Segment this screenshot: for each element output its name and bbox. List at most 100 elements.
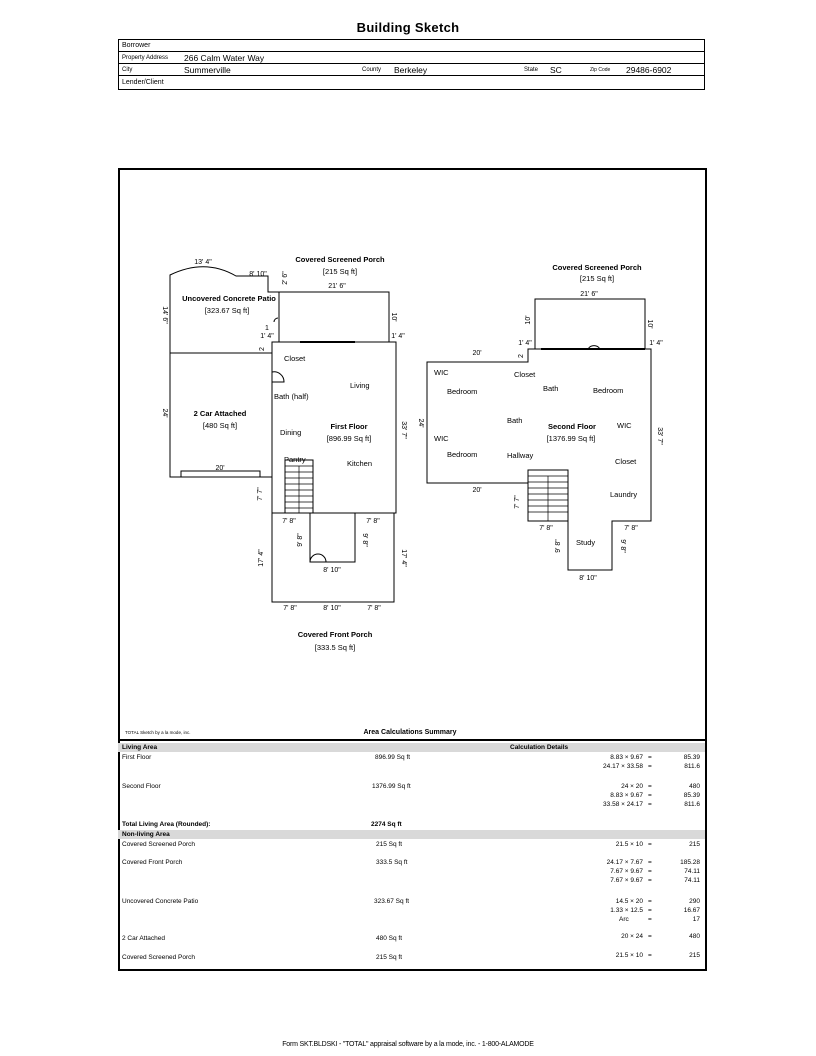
room-hallway: Hallway [507,451,534,460]
zip-label: Zip Code [590,67,611,73]
calc-result: 811.6 [684,801,700,808]
dim-garage-side: 24' [161,408,168,417]
living-first-floor-name: First Floor [122,754,152,761]
calc-eq: = [648,933,652,940]
city-row: City Summerville County Berkeley State S… [119,64,704,76]
dim2-1-4-left: 1' 4" [518,340,532,347]
front-door-swing [309,553,327,563]
address-row: Property Address 266 Calm Water Way [119,52,704,64]
room-bedroom-bl: Bedroom [447,450,477,459]
nl-area: 480 Sq ft [376,935,403,942]
calc-eq: = [648,877,652,884]
dim-porch-side: 10' [390,312,397,321]
borrower-row: Borrower [119,40,704,52]
city-value: Summerville [184,65,231,75]
patio-outline [169,266,280,353]
calc-expr: 14.5 × 20 [615,898,643,905]
nl-name: Covered Screened Porch [122,954,195,961]
second-floor-area: [1376.99 Sq ft] [547,434,596,443]
room-wic-top: WIC [434,368,449,377]
city-label: City [122,67,133,73]
room-living: Living [350,381,370,390]
patio-name: Uncovered Concrete Patio [182,294,276,303]
calc-eq: = [648,783,652,790]
calc-expr: 24.17 × 33.58 [603,763,643,770]
dim2-study-bottom: 8' 10" [579,575,597,582]
front-porch-outline [271,512,395,603]
living-first-floor-area: 896.99 Sq ft [375,754,411,761]
dim-ff-right: 33' 7" [400,421,407,439]
room-pantry: Pantry [284,455,306,464]
area-summary-title: Area Calculations Summary [363,729,457,736]
room-bath-top: Bath [543,384,558,393]
calc-expr: 21.5 × 10 [615,952,643,959]
dim2-bump-left: 7' 8" [539,525,553,532]
porch-top-outline [278,291,390,343]
room-bedroom-tr: Bedroom [593,386,623,395]
calc-eq: = [648,754,652,761]
calc-eq: = [648,898,652,905]
calc-result: 74.11 [684,877,700,884]
living-area-header: Living Area [122,744,158,751]
room-study: Study [576,538,595,547]
calc-result: 17 [692,916,700,923]
area-calculations: Living Area Calculation Details First Fl… [118,739,707,971]
closet-door-swing [271,371,285,383]
living-area-band [118,743,705,752]
dim-notch-bottom: 8' 10" [323,567,341,574]
calc-result: 85.39 [683,754,700,761]
calc-result: 74.11 [684,868,700,875]
room-closet-2: Closet [514,370,536,379]
stair-treads [285,465,568,521]
calc-eq: = [648,792,652,799]
calc-result: 16.67 [683,907,700,914]
nl-name: Covered Front Porch [122,859,183,866]
dim2-bottom-left: 20' [472,487,481,494]
nl-area: 333.5 Sq ft [376,859,408,866]
dim2-study-right: 9' 8" [619,539,626,553]
dim-fp-bottom-mid: 8' 10" [323,605,341,612]
lender-row: Lender/Client [119,76,704,90]
nl-name: Uncovered Concrete Patio [122,898,199,905]
state-label: State [524,67,539,73]
garage-door [180,470,261,478]
room-dining: Dining [280,428,301,437]
porch-right-area: [215 Sq ft] [580,274,614,283]
calc-expr: Arc [619,916,629,923]
room-closet-right: Closet [615,457,637,466]
borrower-label: Borrower [122,42,151,49]
dim-notch-right: 9' 8" [361,533,368,547]
dim-garage-bottom: 20' [215,465,224,472]
room-bedroom-tl: Bedroom [447,387,477,396]
dim2-porch-top: 21' 6" [580,291,598,298]
non-living-header: Non-living Area [122,831,170,838]
calc-expr: 24.17 × 7.67 [606,859,643,866]
nl-area: 215 Sq ft [376,954,403,961]
dim-patio-arc: 13' 4" [194,259,212,266]
county-value: Berkeley [394,65,428,75]
calc-result: 480 [689,783,700,790]
calc-eq: = [648,801,652,808]
dim-fp-bottom-left: 7' 8" [283,605,297,612]
calc-expr: 7.67 × 9.67 [610,868,643,875]
dim2-1-4-right: 1' 4" [649,340,663,347]
dim-fp-right: 17' 4" [400,549,407,567]
dim2-porch-right: 10' [646,319,653,328]
porch-door-swing [273,317,279,323]
dim-patio-top: 8' 10" [249,271,267,278]
dim2-small-2: 2 [518,354,525,358]
calc-eq: = [648,916,652,923]
calc-expr: 33.58 × 24.17 [603,801,643,808]
calc-expr: 24 × 20 [621,783,643,790]
lender-label: Lender/Client [122,79,164,86]
county-label: County [362,67,382,73]
room-kitchen: Kitchen [347,459,372,468]
front-porch-area: [333.5 Sq ft] [315,643,355,652]
room-laundry: Laundry [610,490,637,499]
total-living-label: Total Living Area (Rounded): [122,821,211,828]
calc-result: 811.6 [684,763,700,770]
dim-ff-stair: 7' 7" [257,487,264,501]
living-second-floor-name: Second Floor [122,783,161,790]
total-living-value: 2274 Sq ft [371,821,402,828]
room-wic-bottom: WIC [434,434,449,443]
